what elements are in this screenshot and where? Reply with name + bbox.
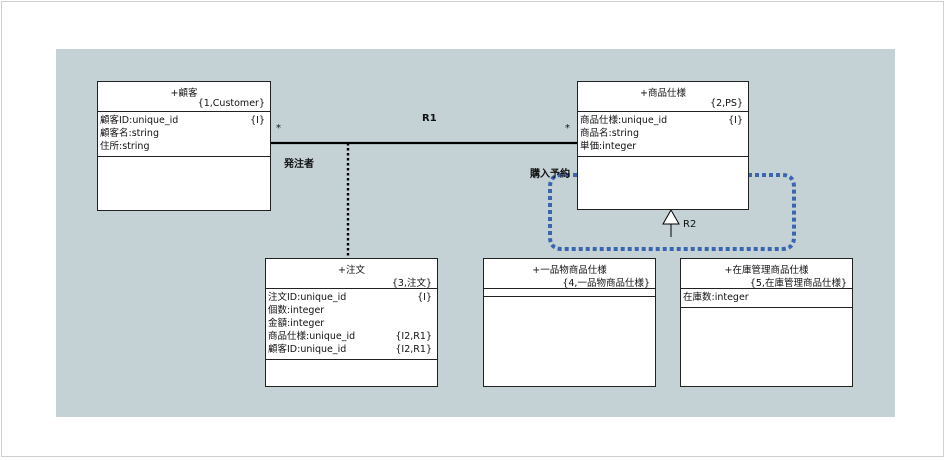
attribute-ref: {I2,R1} bbox=[395, 331, 432, 342]
attribute-compartment: 顧客ID:unique_id {I} 顧客名:string 住所:string bbox=[98, 111, 270, 156]
attribute-ref: {I2,R1} bbox=[395, 344, 432, 355]
class-customer[interactable]: +顧客 {1,Customer} 顧客ID:unique_id {I} 顧客名:s… bbox=[97, 81, 271, 211]
r1-label: R1 bbox=[422, 113, 437, 124]
attribute-text: 個数:integer bbox=[268, 305, 325, 316]
class-name: +一品物商品仕様 bbox=[532, 265, 607, 276]
attribute-text: 住所:string bbox=[100, 141, 150, 152]
attribute-row[interactable]: 個数:integer bbox=[268, 304, 437, 317]
r1-right-multiplicity: * bbox=[565, 123, 570, 134]
operation-compartment bbox=[578, 156, 748, 157]
attribute-ref: {I} bbox=[417, 292, 432, 303]
diagram-canvas: R1 * * 発注者 購入予約 R2 +顧客 {1,Customer} 顧客ID… bbox=[56, 49, 895, 417]
attribute-row[interactable]: 顧客ID:unique_id {I2,R1} bbox=[268, 343, 437, 356]
class-product-spec[interactable]: +商品仕様 {2,PS} 商品仕様:unique_id {I} 商品名:strin… bbox=[577, 81, 749, 210]
highlight-dotted-outline bbox=[548, 173, 796, 251]
attribute-text: 商品名:string bbox=[580, 128, 639, 139]
attribute-compartment: 商品仕様:unique_id {I} 商品名:string 単価:integer bbox=[578, 111, 748, 156]
attribute-text: 注文ID:unique_id bbox=[268, 292, 347, 303]
class-name: +在庫管理商品仕様 bbox=[724, 265, 809, 276]
r1-left-multiplicity: * bbox=[276, 123, 281, 134]
attribute-ref: {I} bbox=[250, 115, 265, 126]
class-key-letters: {4,一品物商品仕様} bbox=[562, 278, 650, 289]
class-key-letters: {5,在庫管理商品仕様} bbox=[749, 278, 847, 289]
attribute-row[interactable]: 顧客名:string bbox=[100, 127, 270, 140]
attribute-row[interactable]: 顧客ID:unique_id {I} bbox=[100, 114, 270, 127]
attribute-text: 顧客ID:unique_id bbox=[268, 344, 347, 355]
attribute-row[interactable]: 単価:integer bbox=[580, 140, 748, 153]
attribute-row[interactable]: 商品仕様:unique_id {I2,R1} bbox=[268, 330, 437, 343]
class-single-product-spec[interactable]: +一品物商品仕様 {4,一品物商品仕様} bbox=[483, 258, 656, 387]
attribute-row[interactable]: 住所:string bbox=[100, 140, 270, 153]
attribute-row[interactable]: 金額:integer bbox=[268, 317, 437, 330]
operation-compartment bbox=[98, 156, 270, 157]
class-key-letters: {1,Customer} bbox=[197, 98, 265, 109]
attribute-text: 顧客名:string bbox=[100, 128, 159, 139]
operation-compartment bbox=[484, 296, 655, 297]
class-key-letters: {2,PS} bbox=[710, 98, 743, 109]
class-stock-product-spec[interactable]: +在庫管理商品仕様 {5,在庫管理商品仕様} 在庫数:integer bbox=[680, 258, 853, 387]
attribute-row[interactable]: 注文ID:unique_id {I} bbox=[268, 291, 437, 304]
attribute-text: 金額:integer bbox=[268, 318, 325, 329]
attribute-text: 単価:integer bbox=[580, 141, 637, 152]
operation-compartment bbox=[266, 359, 437, 360]
attribute-text: 在庫数:integer bbox=[683, 292, 749, 303]
attribute-row[interactable]: 商品仕様:unique_id {I} bbox=[580, 114, 748, 127]
r2-generalization-triangle[interactable] bbox=[662, 208, 680, 225]
class-name: +顧客 bbox=[170, 88, 198, 99]
attribute-row[interactable]: 商品名:string bbox=[580, 127, 748, 140]
class-name: +注文 bbox=[338, 265, 365, 276]
attribute-text: 商品仕様:unique_id bbox=[268, 331, 356, 342]
class-order[interactable]: +注文 {3,注文} 注文ID:unique_id{I} 個数:integer … bbox=[265, 258, 438, 387]
operation-compartment bbox=[681, 307, 852, 308]
r2-label: R2 bbox=[683, 219, 697, 230]
class-key-letters: {3,注文} bbox=[391, 278, 432, 289]
attribute-compartment: 注文ID:unique_id{I} 個数:integer 金額:integer … bbox=[266, 288, 437, 359]
connector-layer bbox=[271, 141, 796, 258]
class-name: +商品仕様 bbox=[640, 88, 686, 99]
r1-right-phrase: 購入予約 bbox=[530, 169, 570, 180]
attribute-text: 商品仕様:unique_id bbox=[580, 115, 668, 126]
r1-left-phrase: 発注者 bbox=[284, 159, 314, 170]
attribute-ref: {I} bbox=[728, 115, 743, 126]
attribute-compartment bbox=[484, 288, 655, 296]
attribute-text: 顧客ID:unique_id bbox=[100, 115, 179, 126]
attribute-compartment: 在庫数:integer bbox=[681, 288, 852, 307]
attribute-row[interactable]: 在庫数:integer bbox=[683, 291, 852, 304]
